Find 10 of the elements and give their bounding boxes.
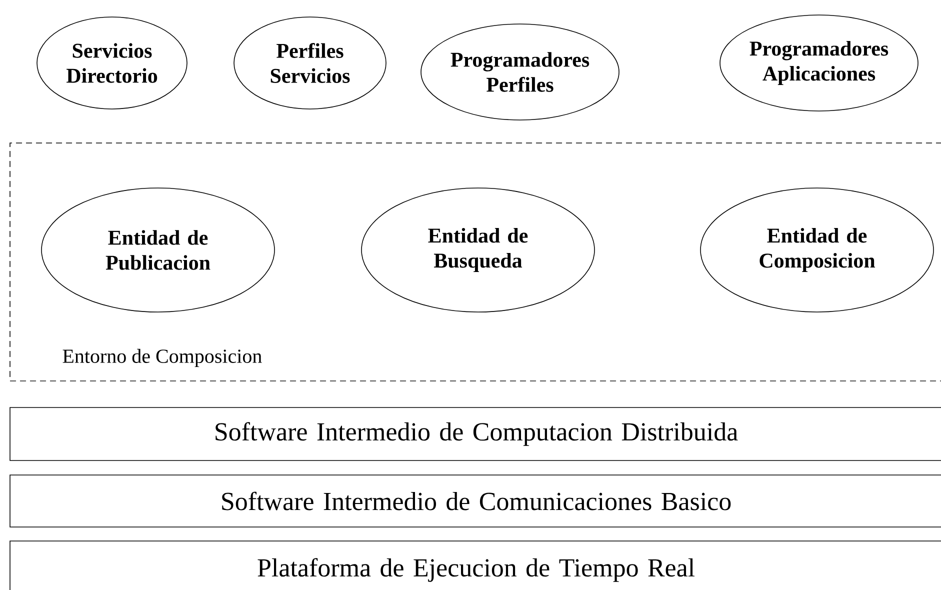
ellipse-node: Entidad de Busqueda [361, 188, 595, 312]
layer-box: Software Intermedio de Computacion Distribuida [10, 407, 941, 461]
ellipse-node: Entidad de Composicion [700, 188, 934, 312]
layer-box: Plataforma de Ejecucion de Tiempo Real [10, 540, 941, 590]
ellipse-node: Programadores Aplicaciones [720, 14, 918, 112]
ellipse-node: Entidad de Publicacion [41, 188, 275, 312]
ellipse-node: Perfiles Servicios [234, 16, 386, 110]
ellipse-node: Programadores Perfiles [420, 24, 620, 120]
layer-box: Software Intermedio de Comunicaciones Basico [10, 474, 941, 528]
ellipse-node: Servicios Directorio [36, 16, 188, 110]
